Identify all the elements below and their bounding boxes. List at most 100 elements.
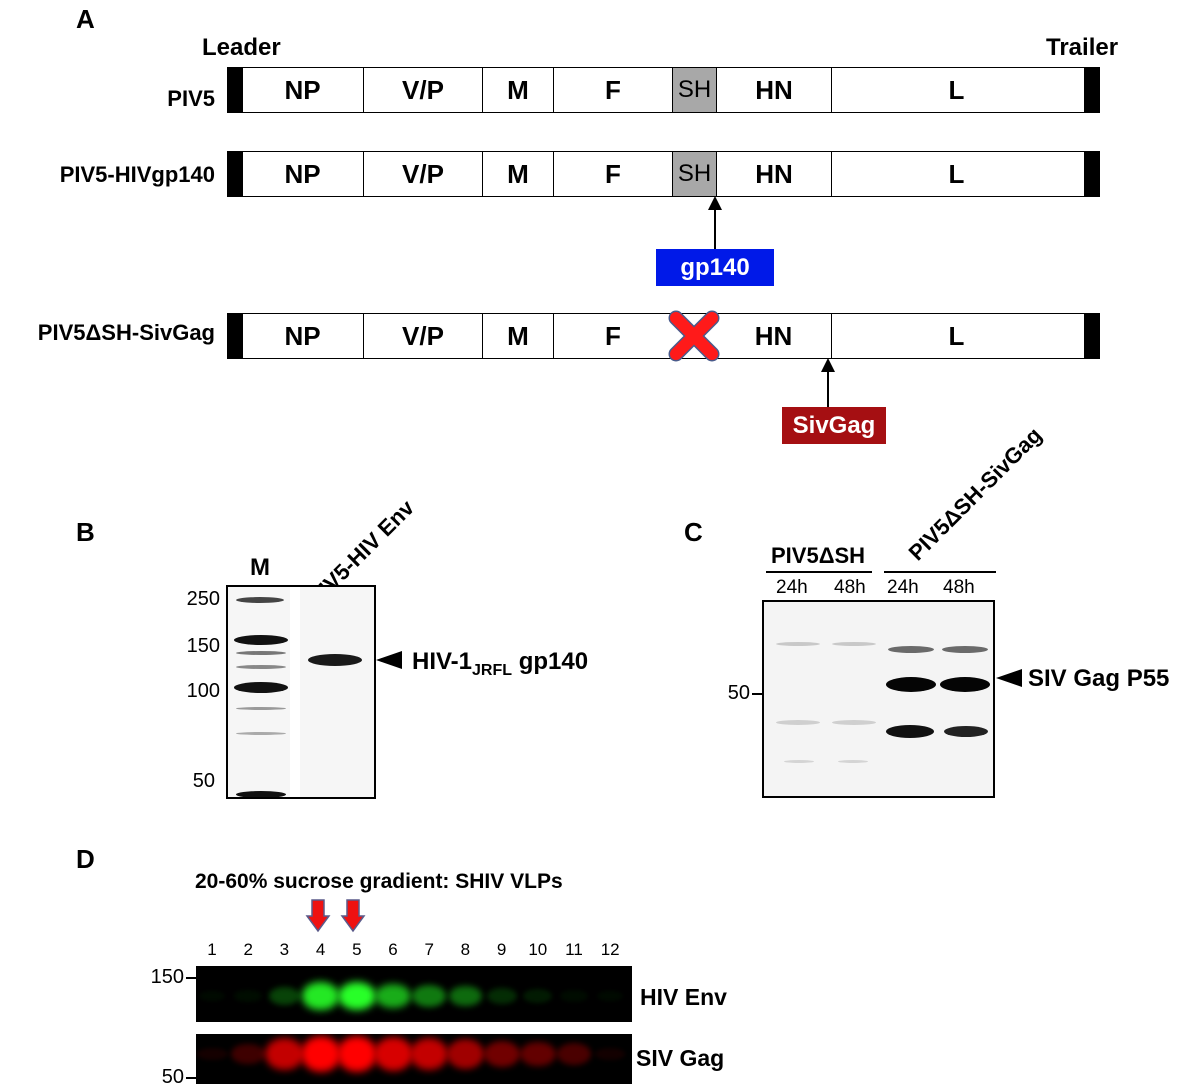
mw-tick (186, 977, 196, 979)
lane-number: 7 (424, 940, 434, 959)
gene-l: L (831, 68, 1081, 112)
gene-vp: V/P (363, 314, 482, 358)
sivgag-insert-arrow (821, 358, 835, 408)
env-band (560, 990, 588, 1002)
fraction-4-arrow-icon (305, 899, 331, 933)
gp140-band-label: HIV-1JRFL gp140 (412, 648, 588, 680)
blot-label-hiv-env: HIV Env (640, 984, 727, 1010)
gene-sh: SH (672, 68, 716, 112)
leader-cap (226, 150, 243, 197)
gag-band (520, 1041, 556, 1067)
timepoint-label: 48h (943, 577, 975, 598)
gag-band (231, 1043, 266, 1065)
gene-sh: SH (672, 152, 716, 196)
background-band (838, 760, 868, 763)
timepoint-label: 24h (776, 577, 808, 598)
marker-band (234, 635, 288, 645)
gag-band (300, 1036, 341, 1072)
env-band (486, 987, 517, 1005)
lane-number: 2 (243, 940, 253, 959)
gene-np: NP (284, 320, 321, 351)
background-band (784, 760, 814, 763)
panel-d-letter: D (76, 844, 95, 874)
band-label-end: gp140 (512, 648, 589, 675)
genome-map-piv5-hivgp140: NP V/P M F SH HN L (226, 150, 1100, 197)
env-band (198, 990, 226, 1002)
lane-number: 4 (315, 940, 326, 959)
trailer-label: Trailer (1046, 34, 1119, 61)
trailer-cap (1083, 312, 1100, 359)
panel-b-letter: B (76, 517, 95, 547)
gene-f: F (553, 314, 672, 358)
genome-map-piv5dsh-sivgag: NP V/P M F HN L (226, 312, 1100, 359)
timepoint-label: 24h (887, 577, 919, 598)
p55-pointer-icon (996, 669, 1022, 687)
env-band (301, 982, 340, 1010)
env-band (596, 990, 624, 1002)
gag-band (336, 1036, 377, 1072)
gene-f: F (553, 152, 672, 196)
mw-marker-250: 250 (186, 588, 220, 610)
mw-marker-50: 50 (727, 682, 750, 704)
gag-band (446, 1039, 485, 1069)
lane-label-marker: M (250, 554, 270, 581)
gag-lower-band (944, 726, 988, 737)
env-band (234, 989, 263, 1003)
mw-marker-50: 50 (192, 770, 215, 792)
gag-band (556, 1043, 592, 1065)
row-label-piv5dsh-sivgag: PIV5ΔSH-SivGag (37, 320, 215, 345)
mw-marker-150: 150 (150, 966, 184, 988)
gene-np: NP (284, 158, 321, 189)
band-label-subscript: JRFL (472, 661, 513, 679)
leader-cap (226, 66, 243, 113)
trailer-cap (1083, 66, 1100, 113)
leader-cap (226, 312, 243, 359)
marker-band (234, 682, 288, 693)
lane-number: 10 (528, 940, 548, 959)
marker-band (236, 651, 286, 655)
mw-tick (752, 693, 762, 695)
hiv-env-blot (196, 966, 632, 1022)
row-label-piv5: PIV5 (167, 86, 215, 111)
blot-panel-b (226, 585, 376, 799)
mw-tick (186, 1077, 196, 1079)
marker-band (236, 707, 286, 710)
group-label-piv5dsh-sivgag: PIV5ΔSH-SivGag (903, 422, 1047, 566)
env-band (268, 986, 301, 1006)
gag-band (483, 1041, 520, 1067)
lane-number: 8 (460, 940, 471, 959)
mw-marker-150: 150 (186, 635, 220, 657)
group-underline-1 (766, 571, 872, 573)
gag-band (409, 1037, 449, 1071)
fraction-5-arrow-icon (340, 899, 366, 933)
gene-m: M (482, 152, 553, 196)
marker-band (236, 791, 286, 797)
lane-number: 9 (496, 940, 507, 959)
marker-band (236, 732, 286, 735)
siv-gag-blot (196, 1034, 632, 1084)
gag-lower-band (886, 725, 934, 738)
gene-hn: HN (754, 320, 793, 351)
blot-panel-c (762, 600, 995, 798)
marker-band (236, 665, 286, 669)
gag-band (196, 1047, 228, 1061)
lane-number: 5 (352, 940, 362, 959)
gag-band (265, 1037, 304, 1071)
gp140-insert-tag: gp140 (656, 249, 774, 286)
gp140-insert-arrow (708, 196, 722, 250)
mw-marker-100: 100 (186, 680, 220, 702)
env-band (448, 985, 482, 1007)
group-underline-2 (884, 571, 996, 573)
background-band (832, 642, 876, 646)
marker-band (236, 597, 284, 603)
gag-p55-band (940, 677, 990, 692)
band-label-main: HIV-1 (412, 648, 473, 675)
gene-hn: HN (716, 152, 831, 196)
gene-l: L (831, 314, 1081, 358)
gene-hn: HN (716, 68, 831, 112)
trailer-cap (1083, 150, 1100, 197)
genome-map-piv5: NP V/P M F SH HN L (226, 66, 1100, 113)
gene-m: M (482, 68, 553, 112)
row-label-piv5-hivgp140: PIV5-HIVgp140 (59, 162, 215, 187)
gene-l: L (831, 152, 1081, 196)
